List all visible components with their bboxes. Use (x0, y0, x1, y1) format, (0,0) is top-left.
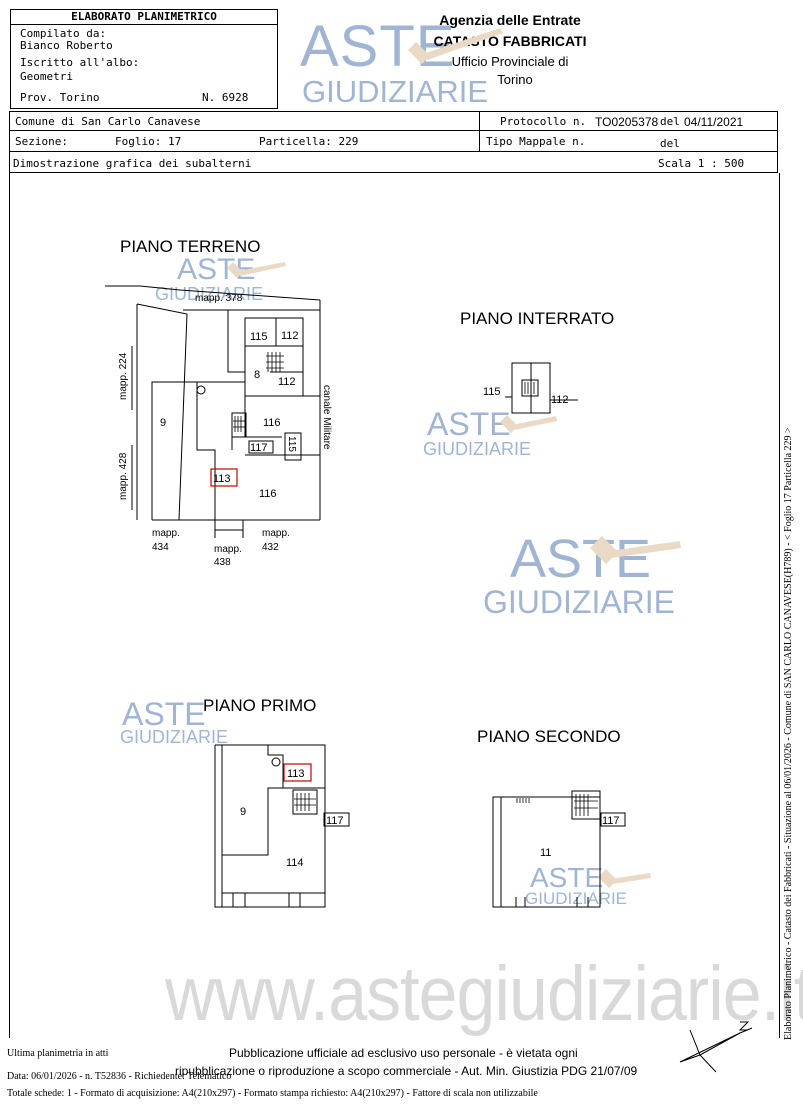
wm-giud-5: GIUDIZIARIE (525, 889, 628, 908)
tipo-mappale: Tipo Mappale n. (486, 135, 586, 148)
comune: Comune di San Carlo Canavese (15, 115, 201, 128)
compilato-name: Bianco Roberto (20, 39, 113, 52)
sezione: Sezione: (15, 135, 68, 148)
iscritto-label: Iscritto all'albo: (20, 56, 140, 69)
wm-giud-1: GIUDIZIARIE (155, 284, 264, 304)
label-mapp434b: 434 (152, 542, 169, 553)
info-box (9, 111, 778, 173)
unit-9: 9 (160, 417, 166, 429)
unit-117: 117 (250, 442, 268, 454)
secondo-unit-11: 11 (540, 847, 551, 859)
label-canale: canale Militare (321, 385, 332, 450)
secondo-unit-117: 117 (602, 815, 620, 827)
label-mapp378: mapp. 378 (195, 293, 243, 304)
protocollo-value: TO0205378 (595, 115, 659, 129)
dimostrazione: Dimostrazione grafica dei subalterni (13, 157, 252, 170)
side-caption: Elaborato Planimetrico - Catasto dei Fab… (783, 427, 794, 1040)
info-divider-h1 (9, 130, 479, 131)
unit-113: 113 (213, 473, 231, 485)
protocollo-label: Protocollo n. (500, 115, 587, 128)
wm-aste-4: ASTE (122, 696, 206, 732)
compilato-label: Compilato da: (20, 27, 107, 40)
unit-112a: 112 (281, 330, 299, 342)
agency-line1: Agenzia delle Entrate (439, 12, 581, 28)
info-divider-v (479, 111, 480, 151)
agency-line4: Torino (497, 72, 533, 87)
label-mapp434a: mapp. (152, 528, 180, 539)
label-mapp224: mapp. 224 (118, 352, 129, 400)
wm-site: www.astegiudiziarie.it (165, 950, 803, 1037)
header-giudiziarie-watermark: GIUDIZIARIE (302, 74, 489, 109)
header-title: ELABORATO PLANIMETRICO (71, 10, 217, 23)
footer-ultima: Ultima planimetria in atti (7, 1048, 109, 1059)
unit-112b: 112 (278, 376, 296, 388)
interrato-unit-112: 112 (551, 394, 569, 406)
prov: Prov. Torino (20, 91, 100, 104)
title-piano-terreno: PIANO TERRENO (120, 237, 261, 256)
primo-unit-114: 114 (286, 857, 304, 869)
label-mapp432b: 432 (262, 542, 279, 553)
title-piano-interrato: PIANO INTERRATO (460, 309, 615, 328)
wm-aste-5: ASTE (530, 862, 604, 893)
footer-pubblicazione-1: Pubblicazione ufficiale ad esclusivo uso… (229, 1046, 578, 1060)
wm-aste-2: ASTE (427, 406, 511, 442)
label-mapp438a: mapp. (214, 544, 242, 555)
wm-giud-4: GIUDIZIARIE (120, 727, 229, 747)
scala: Scala 1 : 500 (658, 157, 745, 170)
particella: Particella: 229 (259, 135, 359, 148)
header-title-rule (10, 24, 278, 25)
unit-115a: 115 (250, 331, 268, 343)
primo-unit-117: 117 (326, 815, 344, 827)
iscritto-value: Geometri (20, 70, 73, 83)
title-piano-secondo: PIANO SECONDO (477, 727, 621, 746)
wm-giud-2: GIUDIZIARIE (423, 439, 532, 459)
footer-data: Data: 06/01/2026 - n. T52836 - Richieden… (7, 1071, 232, 1082)
label-mapp438b: 438 (214, 557, 231, 568)
footer-totale: Totale schede: 1 - Formato di acquisizio… (7, 1088, 538, 1099)
header-left-box (10, 9, 278, 109)
footer-pubblicazione-2: ripubblicazione o riproduzione a scopo c… (175, 1064, 638, 1078)
drawing-frame (9, 173, 780, 1038)
unit-115b: 115 (286, 436, 297, 452)
wm-giud-3: GIUDIZIARIE (483, 584, 676, 620)
unit-116b: 116 (259, 488, 277, 500)
interrato-unit-115: 115 (483, 386, 501, 398)
protocollo-date: 04/11/2021 (684, 115, 744, 129)
label-mapp428: mapp. 428 (118, 452, 129, 500)
primo-unit-9: 9 (240, 806, 246, 818)
title-piano-primo: PIANO PRIMO (203, 696, 317, 715)
primo-unit-113: 113 (287, 768, 305, 780)
label-mapp432a: mapp. (262, 528, 290, 539)
tipo-del: del (660, 137, 680, 150)
foglio: Foglio: 17 (115, 135, 182, 148)
protocollo-del: del (660, 115, 680, 128)
info-divider-h2 (9, 151, 778, 152)
info-divider-h3 (480, 130, 778, 131)
unit-116a: 116 (263, 417, 281, 429)
unit-8: 8 (254, 369, 260, 381)
numero-albo: N. 6928 (202, 91, 249, 104)
